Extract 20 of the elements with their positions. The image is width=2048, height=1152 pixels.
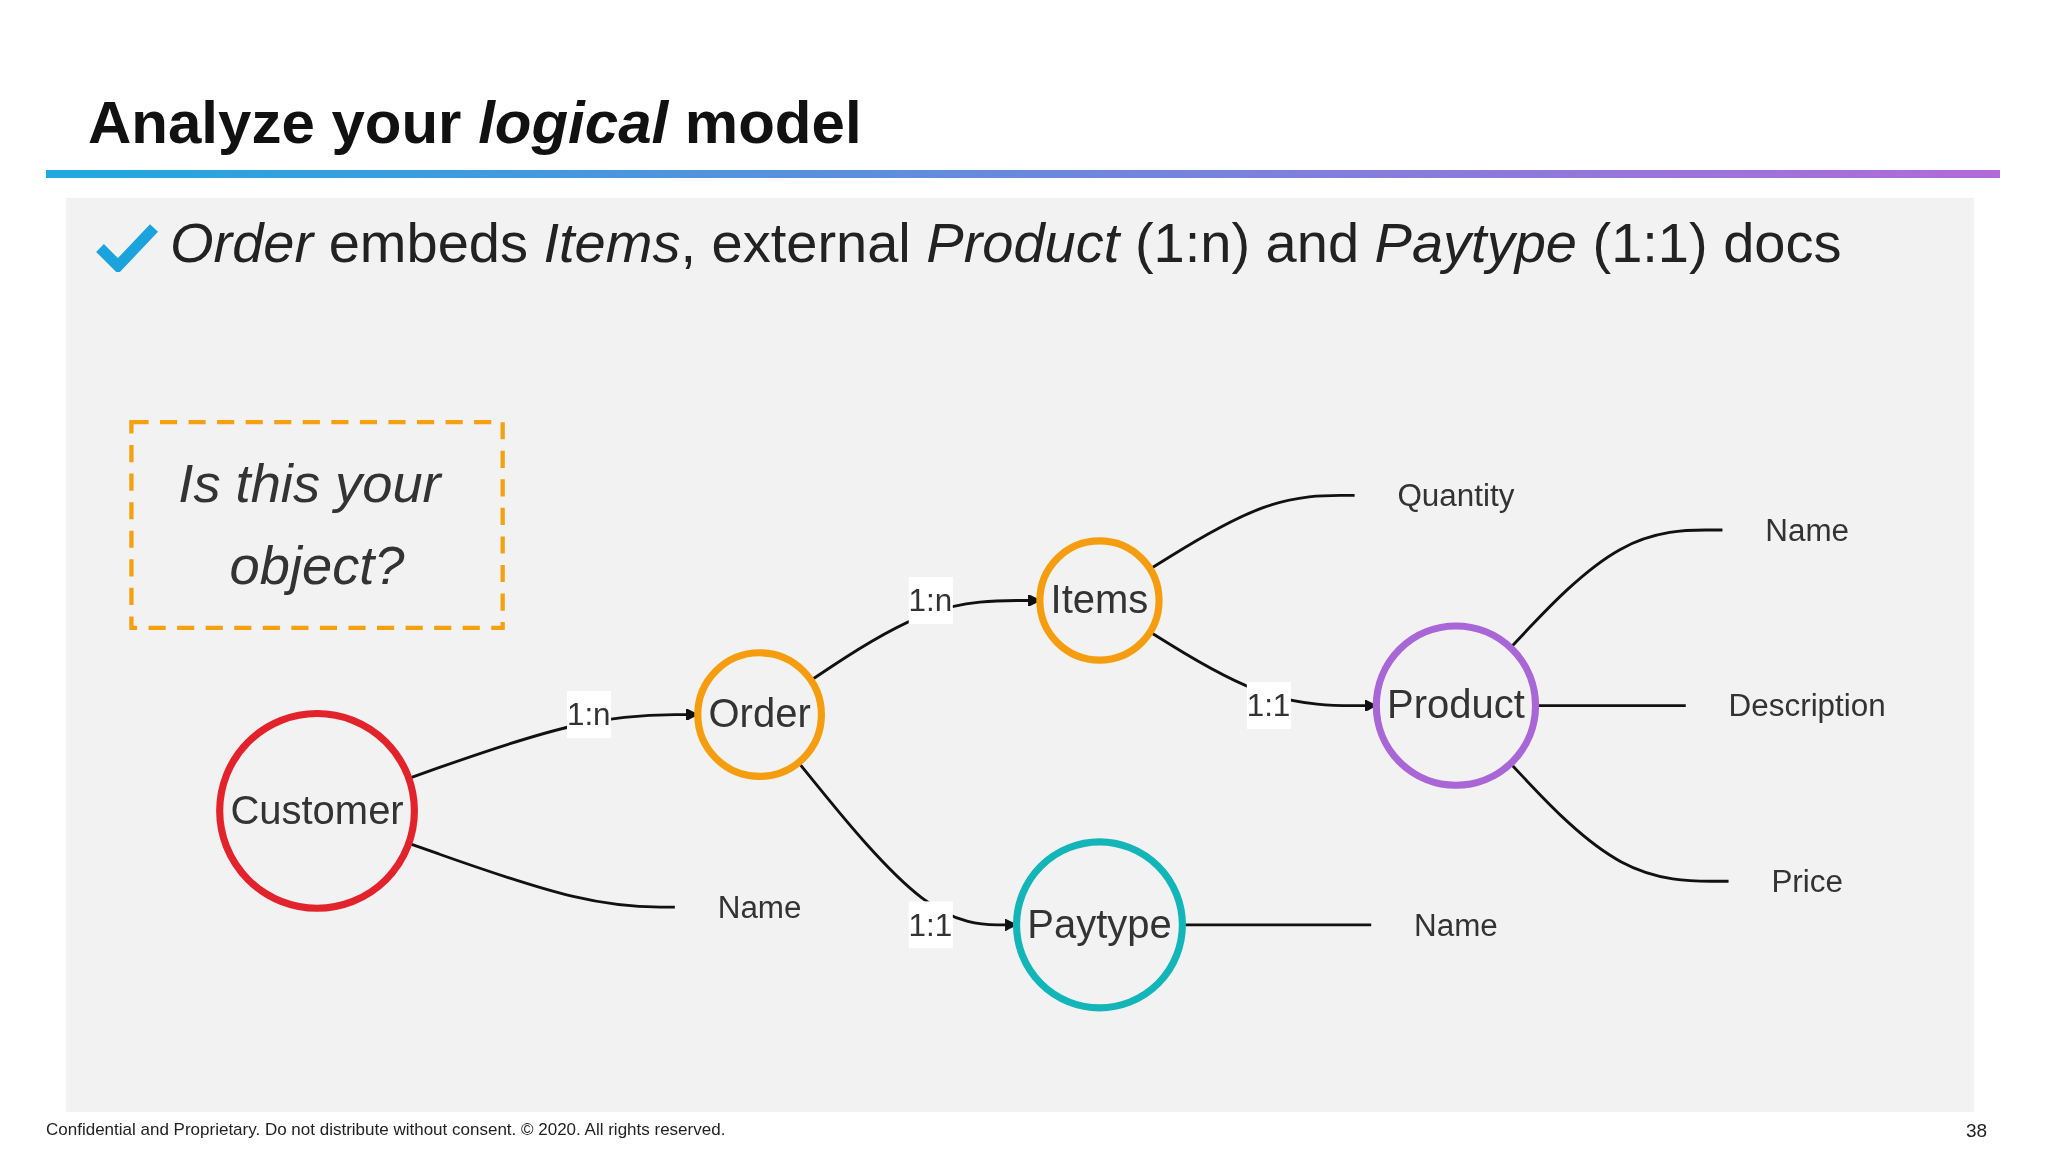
footer-note: Confidential and Proprietary. Do not distribute without consent. © 2020. All rights reserved.: [46, 1120, 726, 1140]
node-text: Name: [1414, 907, 1498, 943]
edge-label: 1:1: [908, 907, 953, 943]
node-text: Quantity: [1397, 477, 1515, 514]
subtitle: Order embeds Items, external Product (1:n) and Paytype (1:1) docs: [170, 210, 1842, 275]
slide-title: Analyze your logical model: [88, 88, 862, 157]
node-circle: Product: [1372, 622, 1540, 789]
edge-label: 1:1: [1246, 687, 1291, 724]
node-text: Price: [1771, 863, 1843, 900]
edge-label: 1:n: [908, 582, 953, 619]
edge-label: 1:n: [566, 696, 611, 733]
node-circle: Paytype: [1012, 838, 1186, 1012]
node-circle: Order: [694, 649, 825, 780]
node-circle: Items: [1036, 537, 1163, 664]
node-text: Name: [717, 889, 802, 925]
page-number: 38: [1966, 1120, 1988, 1142]
node-box: Is this your object?: [129, 420, 505, 630]
node-circle: Customer: [216, 709, 418, 912]
node-text: Description: [1728, 687, 1886, 724]
node-text: Name: [1765, 512, 1850, 548]
